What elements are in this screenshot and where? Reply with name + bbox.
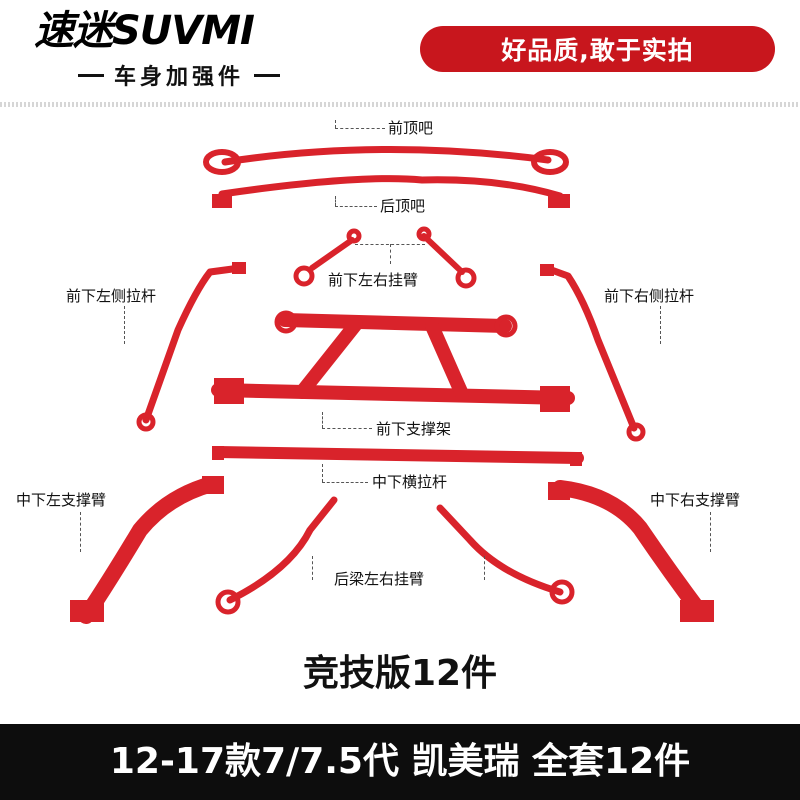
leader-middle-left-brace [80, 512, 81, 552]
leader-front-right-rod [660, 306, 661, 344]
leader-front-left-rod [124, 306, 125, 344]
middle-cross-rod-image [212, 446, 584, 464]
label-front-lower-brace: 前下支撑架 [376, 420, 452, 438]
leader-front-top-bar-h [335, 128, 385, 129]
brand-logo: 速迷SUVMI [34, 8, 255, 54]
footer-bar [0, 724, 800, 800]
brand-subtitle: 车身加强件 [34, 60, 324, 90]
label-middle-cross-rod: 中下横拉杆 [372, 473, 448, 491]
slogan-badge: 好品质,敢于实拍 [420, 26, 775, 72]
leader-rear-top-bar [335, 196, 336, 206]
middle-left-brace-image [78, 476, 220, 624]
front-left-rod-image [142, 264, 244, 424]
leader-rear-beam-arms-right [484, 556, 485, 580]
rear-top-bar-image [218, 175, 564, 200]
front-right-rod-image [542, 264, 638, 432]
leader-rear-top-bar-h [335, 206, 377, 207]
footer-text: 12-17款7/7.5代 凯美瑞 全套12件 [109, 741, 691, 782]
label-front-left-rod: 前下左侧拉杆 [66, 287, 157, 305]
parts-illustration [70, 145, 714, 624]
leader-front-lower-arms-v [390, 244, 391, 264]
label-middle-left-brace: 中下左支撑臂 [16, 491, 107, 509]
label-rear-beam-arms: 后梁左右挂臂 [334, 570, 425, 588]
leader-front-top-bar [335, 120, 336, 128]
label-front-lower-arms: 前下左右挂臂 [328, 271, 419, 289]
leader-middle-cross-rod [322, 464, 323, 482]
dash-right [254, 73, 280, 77]
label-front-top-bar: 前顶吧 [388, 119, 434, 137]
leader-front-lower-brace-h [322, 428, 372, 429]
brand-subtitle-text: 车身加强件 [113, 65, 244, 90]
header-divider [0, 102, 800, 107]
leader-front-lower-brace [322, 412, 323, 428]
label-front-right-rod: 前下右侧拉杆 [604, 287, 695, 305]
dash-left [77, 73, 104, 77]
edition-title: 竞技版12件 [302, 653, 498, 694]
front-top-bar-image [203, 145, 569, 175]
rear-beam-arms-image [226, 496, 564, 604]
front-lower-brace-image [211, 313, 575, 405]
front-lower-arms-image [309, 233, 465, 275]
leader-middle-cross-rod-h [322, 482, 368, 483]
label-middle-right-brace: 中下右支撑臂 [650, 491, 741, 509]
middle-right-brace-image [552, 480, 708, 620]
label-rear-top-bar: 后顶吧 [380, 197, 426, 215]
leader-middle-right-brace [710, 512, 711, 552]
leader-rear-beam-arms-left [312, 556, 313, 580]
